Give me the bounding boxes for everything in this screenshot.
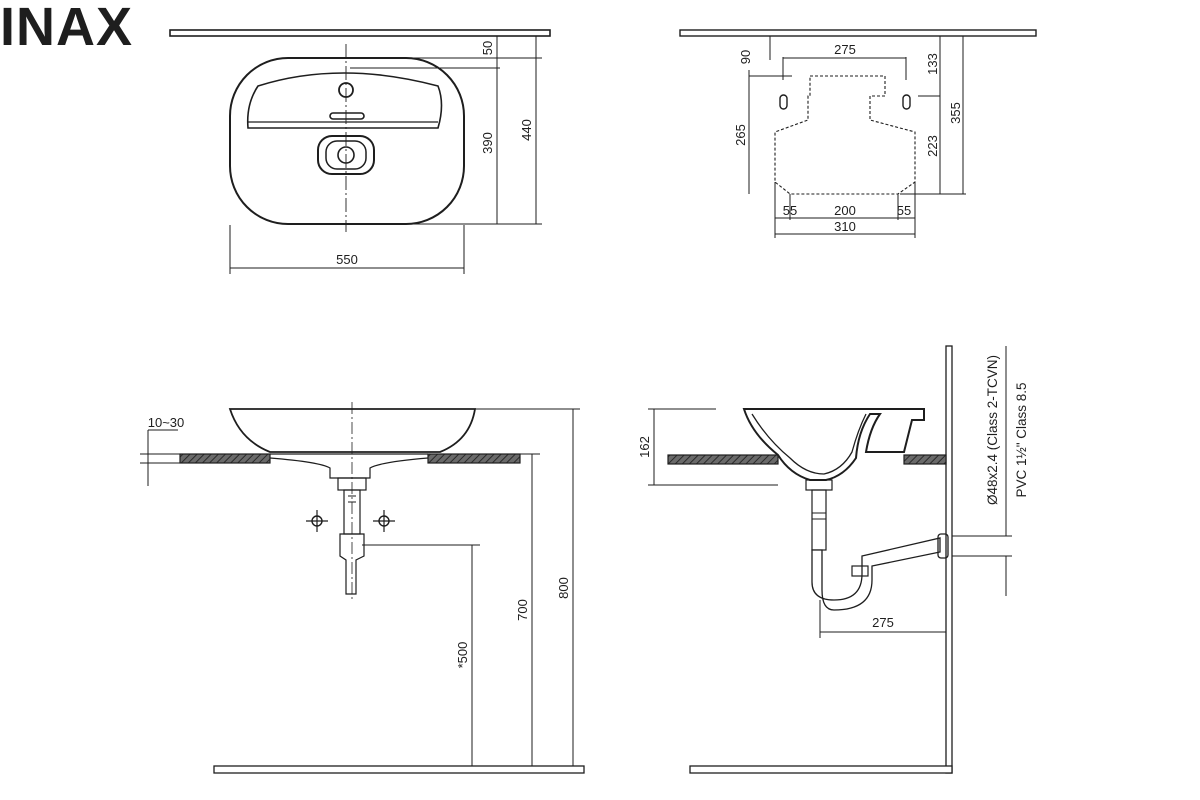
basin-profile-side bbox=[742, 408, 925, 481]
left-mount-slot bbox=[779, 94, 788, 110]
counter-left bbox=[179, 453, 271, 464]
dim-390: 390 bbox=[480, 132, 495, 154]
dim-133: 133 bbox=[925, 53, 940, 75]
counter-side-right bbox=[903, 454, 947, 465]
dim-440: 440 bbox=[519, 119, 534, 141]
template-outline bbox=[774, 75, 916, 195]
template-slab bbox=[679, 29, 1037, 37]
right-supply-valve bbox=[373, 510, 395, 532]
right-mount-slot bbox=[902, 94, 911, 110]
dim-355: 355 bbox=[948, 102, 963, 124]
dim-800: 800 bbox=[556, 577, 571, 599]
wall-flange bbox=[937, 533, 949, 559]
dim-500: *500 bbox=[455, 642, 470, 669]
dim-275-top: 275 bbox=[834, 42, 856, 57]
drain-pipe-front bbox=[339, 533, 365, 595]
dim-55-left: 55 bbox=[783, 203, 797, 218]
left-supply-valve bbox=[306, 510, 328, 532]
basin-profile-front bbox=[228, 408, 477, 453]
dim-700: 700 bbox=[515, 599, 530, 621]
counter-slab-top bbox=[169, 29, 551, 37]
faucet-deck bbox=[246, 72, 443, 129]
top-view bbox=[169, 29, 551, 274]
wall bbox=[945, 345, 953, 774]
basin-outline-top bbox=[229, 57, 465, 225]
dim-265: 265 bbox=[733, 124, 748, 146]
dim-310: 310 bbox=[834, 219, 856, 234]
dim-10-30: 10~30 bbox=[148, 415, 185, 430]
floor-front bbox=[213, 765, 585, 774]
dim-162: 162 bbox=[637, 436, 652, 458]
trap-fitting bbox=[851, 565, 869, 577]
dim-55-right: 55 bbox=[897, 203, 911, 218]
brand-logo: INAX bbox=[0, 0, 134, 57]
dim-width-550: 550 bbox=[336, 252, 358, 267]
dim-200: 200 bbox=[834, 203, 856, 218]
pipe-spec-label-2: PVC 1½" Class 8.5 bbox=[1014, 382, 1029, 497]
front-view bbox=[140, 402, 585, 774]
p-trap bbox=[811, 537, 941, 611]
side-view bbox=[648, 345, 1012, 774]
pipe-spec-label-1: Ø48x2.4 (Class 2-TCVN) bbox=[985, 355, 1000, 505]
floor-side bbox=[689, 765, 953, 774]
counter-side-left bbox=[667, 454, 779, 465]
basin-underside-front bbox=[269, 457, 429, 479]
counter-right bbox=[427, 453, 521, 464]
dim-223: 223 bbox=[925, 135, 940, 157]
template-view bbox=[679, 29, 1037, 238]
dim-90: 90 bbox=[738, 50, 753, 64]
overflow-slot bbox=[329, 112, 365, 120]
dim-275-side: 275 bbox=[872, 615, 894, 630]
dim-rim-50: 50 bbox=[480, 41, 495, 55]
